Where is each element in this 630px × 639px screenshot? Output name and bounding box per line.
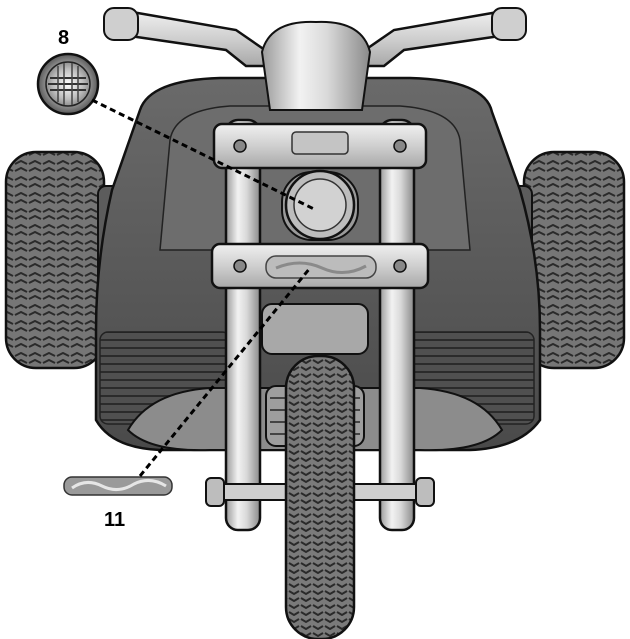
left-fork-tube — [224, 118, 262, 532]
headlight — [281, 169, 359, 241]
callout-number-8: 8 — [58, 27, 70, 49]
callout-8-headlight-detail — [36, 52, 100, 116]
front-tire — [284, 354, 356, 639]
leader-line-11 — [138, 267, 312, 477]
lower-triple-clamp — [210, 242, 430, 290]
handlebar — [103, 7, 527, 111]
leader-line-8 — [91, 98, 317, 212]
right-fork-tube — [378, 118, 416, 532]
callout-11-decal-detail — [63, 476, 173, 496]
callout-number-11: 11 — [104, 509, 126, 531]
upper-triple-clamp — [212, 122, 428, 170]
